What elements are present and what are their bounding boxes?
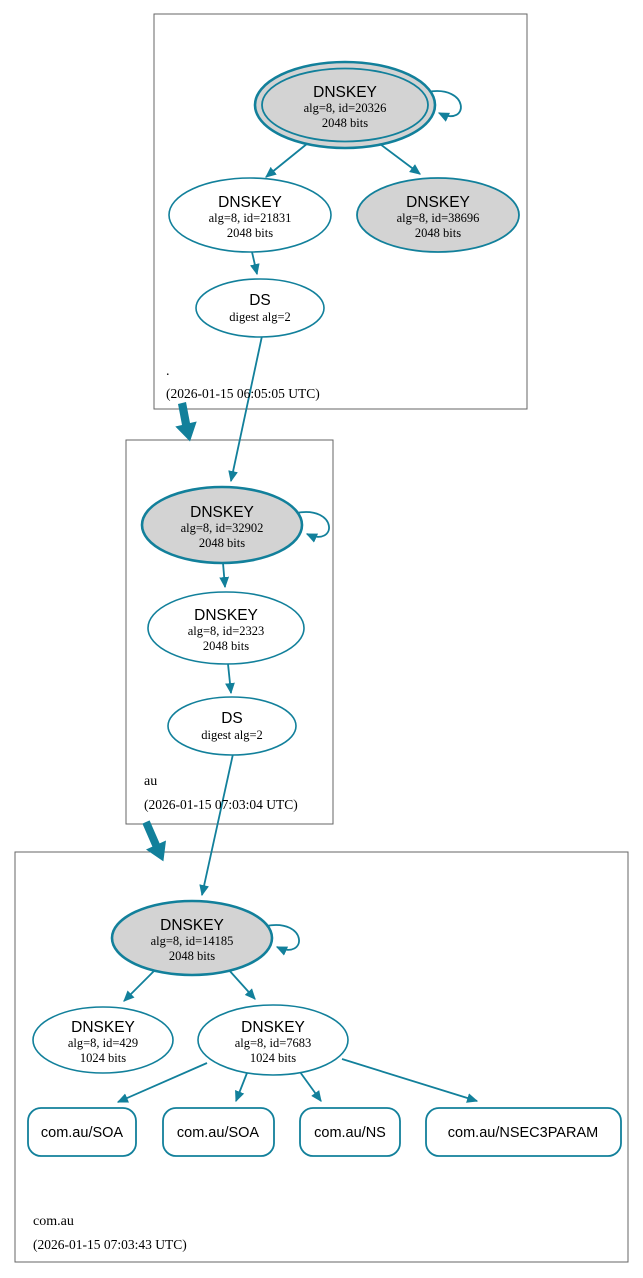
rrset-label: com.au/NS xyxy=(314,1125,386,1141)
dnskey-node-2323: DNSKEY alg=8, id=2323 2048 bits xyxy=(147,591,305,665)
rrset-node-nsec3param: com.au/NSEC3PARAM xyxy=(425,1107,622,1157)
ds-node-root: DS digest alg=2 xyxy=(195,278,325,338)
edge-root-ds-to-au-ksk xyxy=(228,335,263,483)
node-bits: 2048 bits xyxy=(227,226,273,240)
zone-label-au: au xyxy=(144,774,157,789)
zone-label-root: . xyxy=(166,364,170,379)
node-title: DNSKEY xyxy=(190,504,254,521)
node-detail: alg=8, id=14185 xyxy=(151,934,234,948)
dnskey-node-32902: DNSKEY alg=8, id=32902 2048 bits xyxy=(140,485,304,565)
zone-label-com-au: com.au xyxy=(33,1214,74,1229)
node-title: DNSKEY xyxy=(160,917,224,934)
node-title: DNSKEY xyxy=(218,194,282,211)
edge-root-zsk-to-ds xyxy=(250,251,260,276)
rrset-label: com.au/NSEC3PARAM xyxy=(448,1125,598,1141)
zone-box-com-au xyxy=(14,851,629,1263)
node-bits: 2048 bits xyxy=(169,949,215,963)
edge-zsk7683-to-soa2 xyxy=(235,1072,248,1103)
node-bits: 1024 bits xyxy=(80,1051,126,1065)
zone-timestamp-root: (2026-01-15 06:05:05 UTC) xyxy=(166,386,320,401)
rrset-node-soa-1: com.au/SOA xyxy=(27,1107,137,1157)
edge-zsk7683-to-nsec3param xyxy=(341,1058,479,1103)
node-title: DNSKEY xyxy=(194,607,258,624)
delegation-arrow-au-to-com-au xyxy=(142,820,166,862)
node-title: DNSKEY xyxy=(71,1019,135,1036)
node-bits: 2048 bits xyxy=(322,116,368,130)
node-detail: alg=8, id=20326 xyxy=(304,101,387,115)
node-detail: alg=8, id=429 xyxy=(68,1036,138,1050)
dnskey-node-21831: DNSKEY alg=8, id=21831 2048 bits xyxy=(168,177,332,253)
zone-box-root xyxy=(153,13,528,410)
node-detail: alg=8, id=7683 xyxy=(235,1036,312,1050)
self-loop-root-ksk xyxy=(426,90,462,122)
dnskey-node-20326: DNSKEY alg=8, id=20326 2048 bits xyxy=(253,60,437,150)
ds-node-au: DS digest alg=2 xyxy=(167,696,297,756)
dnskey-node-14185: DNSKEY alg=8, id=14185 2048 bits xyxy=(110,899,274,977)
edge-au-zsk-to-ds xyxy=(225,663,235,695)
self-loop-com-au-ksk xyxy=(265,924,300,956)
dnskey-node-7683: DNSKEY alg=8, id=7683 1024 bits xyxy=(197,1004,349,1076)
edge-au-ds-to-com-au-ksk xyxy=(199,753,234,897)
rrset-label: com.au/SOA xyxy=(41,1125,124,1141)
node-detail: alg=8, id=32902 xyxy=(181,521,264,535)
node-title: DS xyxy=(249,292,271,309)
node-detail: digest alg=2 xyxy=(229,310,291,324)
edge-com-au-ksk-to-zsk429 xyxy=(123,968,157,1002)
node-title: DNSKEY xyxy=(241,1019,305,1036)
node-detail: alg=8, id=21831 xyxy=(209,211,292,225)
rrset-label: com.au/SOA xyxy=(177,1125,260,1141)
node-bits: 2048 bits xyxy=(199,536,245,550)
node-bits: 2048 bits xyxy=(203,639,249,653)
zone-timestamp-com-au: (2026-01-15 07:03:43 UTC) xyxy=(33,1237,187,1252)
edge-com-au-ksk-to-zsk7683 xyxy=(227,968,256,1000)
node-detail: alg=8, id=38696 xyxy=(397,211,480,225)
node-title: DNSKEY xyxy=(313,84,377,101)
node-bits: 2048 bits xyxy=(415,226,461,240)
edge-root-ksk-to-zsk xyxy=(265,142,309,178)
edge-au-ksk-to-zsk xyxy=(219,562,230,589)
zone-timestamp-au: (2026-01-15 07:03:04 UTC) xyxy=(144,797,298,812)
edge-zsk7683-to-ns xyxy=(299,1071,322,1102)
node-title: DS xyxy=(221,710,243,727)
dnskey-node-38696: DNSKEY alg=8, id=38696 2048 bits xyxy=(356,177,520,253)
node-title: DNSKEY xyxy=(406,194,470,211)
node-detail: alg=8, id=2323 xyxy=(188,624,265,638)
zone-box-au xyxy=(125,439,334,825)
self-loop-au-ksk xyxy=(295,511,330,543)
node-detail: digest alg=2 xyxy=(201,728,263,742)
rrset-node-ns: com.au/NS xyxy=(299,1107,401,1157)
edge-zsk7683-to-soa1 xyxy=(116,1062,208,1103)
node-bits: 1024 bits xyxy=(250,1051,296,1065)
rrset-node-soa-2: com.au/SOA xyxy=(162,1107,275,1157)
dnskey-node-429: DNSKEY alg=8, id=429 1024 bits xyxy=(32,1006,174,1074)
edge-root-ksk-to-key38696 xyxy=(379,143,421,175)
delegation-arrow-root-to-au xyxy=(175,402,197,442)
